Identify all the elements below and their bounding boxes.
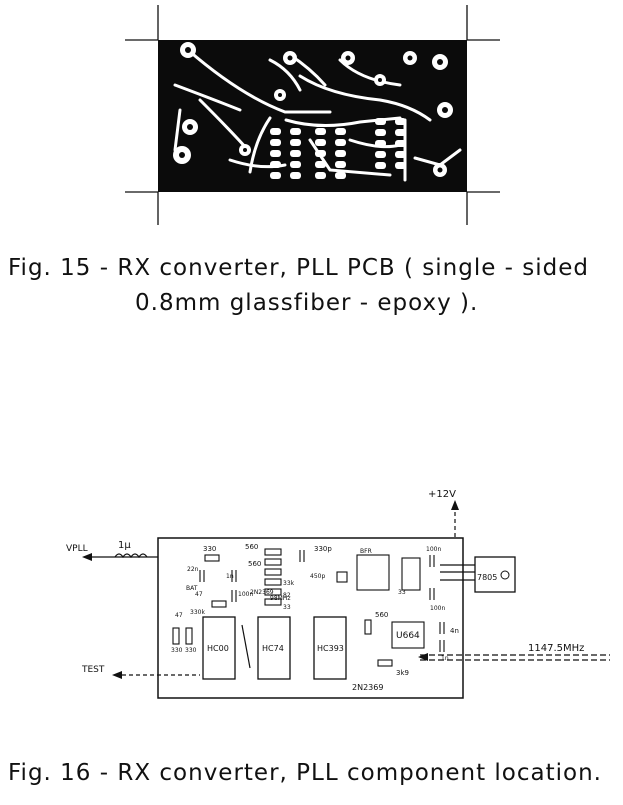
regulator-label: 7805: [477, 573, 497, 582]
wiring: [85, 505, 610, 676]
r330-label: 330: [203, 545, 216, 553]
r330b-label: 330: [171, 647, 183, 654]
ic-pad: [335, 161, 346, 168]
q1-label: 2N2369: [250, 589, 274, 596]
ic-pad: [270, 161, 281, 168]
c22n-label: 22n: [187, 566, 199, 573]
ic-pad: [395, 129, 406, 136]
ic-pad: [395, 118, 406, 125]
c4n-label: 4n: [450, 627, 459, 635]
ic-pad: [270, 139, 281, 146]
ic4-label: U664: [396, 631, 420, 641]
figure-15-caption-line2: 0.8mm glassfiber - epoxy ).: [135, 290, 479, 316]
vpll-label: VPLL: [66, 544, 88, 554]
c1n-label: 1n: [226, 573, 234, 580]
ic-pad: [375, 118, 386, 125]
c33-label: 33: [398, 589, 406, 596]
ic-pad: [315, 172, 326, 179]
pcb-ic-pads: [270, 118, 406, 179]
ic-pad: [290, 139, 301, 146]
ic-pad: [375, 151, 386, 158]
ic-pad: [270, 150, 281, 157]
ic-pad: [290, 150, 301, 157]
regulator-7805: [474, 556, 516, 593]
r47a-label: 47: [195, 591, 203, 598]
r330k-label: 330k: [190, 609, 205, 616]
pcb-board: [158, 40, 467, 192]
ic-pad: [290, 161, 301, 168]
ic3-label: HC393: [317, 644, 344, 653]
bat-label: BAT: [186, 585, 198, 592]
r33k-label: 33k: [283, 580, 295, 587]
q2-label: 2N2369: [352, 683, 383, 692]
ic-pad: [375, 162, 386, 169]
pcb-layout-figure: [125, 5, 500, 225]
ic-pad: [270, 128, 281, 135]
inductor-label: 1μ: [118, 540, 131, 551]
r3k9-label: 3k9: [396, 669, 409, 677]
ic-outlines: [202, 616, 347, 680]
ic-pad: [315, 139, 326, 146]
supply-label: +12V: [428, 489, 456, 500]
ic-pad: [375, 140, 386, 147]
ic-pad: [395, 151, 406, 158]
ic1-label: HC00: [207, 644, 229, 653]
ic-pad: [290, 128, 301, 135]
c450p-label: 450p: [310, 573, 325, 580]
r33-label: 33: [283, 604, 291, 611]
passives: [172, 548, 445, 667]
ic-pad: [335, 150, 346, 157]
c100n-c-label: 100n: [430, 605, 445, 612]
ic-pad: [315, 150, 326, 157]
c100n-b-label: 100n: [426, 546, 441, 553]
c100n-label: 100n: [238, 591, 253, 598]
ic-pad: [315, 161, 326, 168]
rf-input-label: 1147.5MHz: [528, 643, 584, 654]
crop-marks: [125, 5, 500, 225]
r82-label: 82: [283, 592, 291, 599]
r560-label: 560: [245, 543, 258, 551]
ic-pad: [395, 162, 406, 169]
ic-pad: [335, 139, 346, 146]
ic-pad: [270, 172, 281, 179]
crystal-label: 98MHz: [270, 595, 290, 602]
r47b-label: 47: [175, 612, 183, 619]
pcb-pads: [173, 42, 453, 177]
component-location-figure: VPLL 1μ +12V TEST 1147.5MHz 330 560 560 …: [66, 489, 610, 699]
ic2-label: HC74: [262, 644, 284, 653]
ic-pad: [335, 172, 346, 179]
figure-15-caption-line1: Fig. 15 - RX converter, PLL PCB ( single…: [8, 255, 590, 281]
ic-pad: [335, 128, 346, 135]
board-outline: [157, 537, 464, 699]
ic-pad: [290, 172, 301, 179]
r330c-label: 330: [185, 647, 197, 654]
c1n-b-label: 1n: [441, 655, 449, 662]
arrows: [82, 500, 459, 679]
figure-16-caption: Fig. 16 - RX converter, PLL component lo…: [8, 760, 602, 786]
ic-pad: [315, 128, 326, 135]
r560b-label: 560: [248, 560, 261, 568]
ic-pad: [395, 140, 406, 147]
bfr-label: BFR: [360, 548, 372, 555]
r560c-label: 560: [375, 611, 388, 619]
ic-pad: [375, 129, 386, 136]
c330p-label: 330p: [314, 545, 332, 553]
test-label: TEST: [81, 665, 105, 675]
